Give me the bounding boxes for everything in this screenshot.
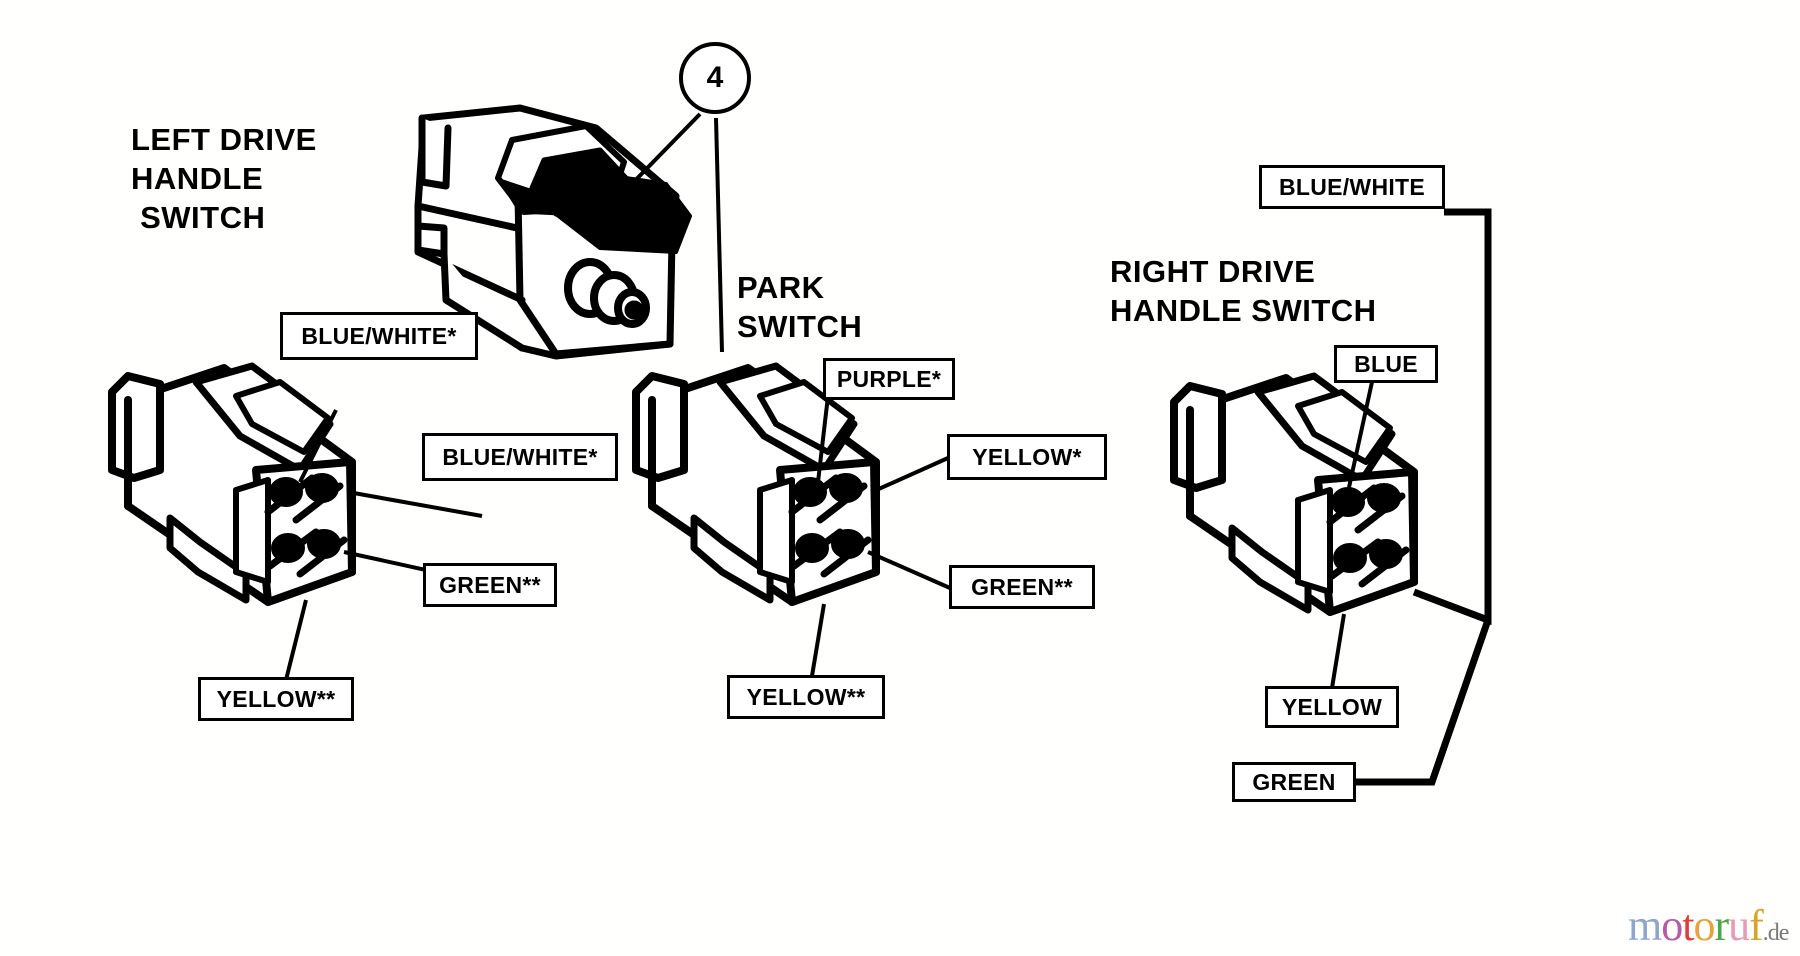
- label-right-green[interactable]: GREEN: [1232, 762, 1356, 802]
- left-drive-handle-switch-title: LEFT DRIVE HANDLE SWITCH: [131, 120, 317, 237]
- wire-green-right: [1356, 618, 1492, 786]
- label-left-yellow[interactable]: YELLOW**: [198, 677, 354, 721]
- watermark-suffix: .de: [1762, 920, 1790, 946]
- label-right-yellow[interactable]: YELLOW: [1265, 686, 1399, 728]
- label-right-green-text: GREEN: [1252, 768, 1336, 795]
- label-park-yellow-bottom[interactable]: YELLOW**: [727, 675, 885, 719]
- callout-number-text: 4: [706, 61, 724, 94]
- label-park-yellow[interactable]: YELLOW*: [947, 434, 1107, 480]
- park-switch-body-illustration: [414, 104, 692, 360]
- motoruf-watermark: motoruf.de: [1628, 900, 1790, 951]
- callout-leader-to-park-label: [714, 117, 724, 353]
- leader-park-yellow: [871, 456, 949, 494]
- park-connector-leader-lines: [810, 395, 951, 677]
- leader-left-bluewhite-upper: [298, 409, 338, 483]
- callout-leader-to-park-body: [620, 112, 702, 196]
- park-connector-illustration: [632, 362, 880, 606]
- label-right-bluewhite-text: BLUE/WHITE: [1278, 173, 1426, 200]
- leader-right-blue: [1346, 381, 1374, 493]
- label-right-blue[interactable]: BLUE: [1334, 345, 1438, 383]
- right-connector-leader-lines: [1330, 381, 1374, 689]
- label-left-green-text: GREEN**: [439, 571, 541, 598]
- left-connector-illustration: [108, 362, 356, 606]
- label-right-blue-text: BLUE: [1354, 350, 1418, 377]
- label-right-bluewhite[interactable]: BLUE/WHITE: [1259, 165, 1445, 209]
- leader-left-yellow: [284, 599, 308, 681]
- label-park-yellow-text: YELLOW*: [972, 443, 1082, 470]
- wire-bluewhite-right: [1412, 208, 1492, 626]
- left-title-text: LEFT DRIVE HANDLE SWITCH: [131, 122, 317, 235]
- label-park-green-text: GREEN**: [971, 573, 1073, 600]
- label-park-green[interactable]: GREEN**: [949, 565, 1095, 609]
- leader-park-green: [867, 550, 951, 590]
- leader-park-yellow-bottom: [810, 603, 826, 677]
- right-connector-illustration: [1170, 372, 1418, 616]
- label-left-bluewhite-upper[interactable]: BLUE/WHITE*: [280, 312, 478, 360]
- label-left-green[interactable]: GREEN**: [423, 563, 557, 607]
- label-park-purple-text: PURPLE*: [836, 365, 942, 392]
- label-left-yellow-text: YELLOW**: [216, 685, 336, 712]
- leader-park-purple: [816, 395, 830, 483]
- label-left-bluewhite-middle-text: BLUE/WHITE*: [442, 443, 598, 470]
- label-park-purple[interactable]: PURPLE*: [823, 358, 955, 400]
- leader-left-bluewhite-middle: [347, 490, 483, 518]
- label-right-yellow-text: YELLOW: [1281, 693, 1383, 720]
- watermark-letters: motoruf: [1628, 901, 1764, 950]
- callout-leader-lines: [620, 112, 724, 353]
- leader-right-yellow: [1330, 613, 1346, 689]
- right-connector-wire-routing: [1356, 208, 1492, 786]
- label-left-bluewhite-middle[interactable]: BLUE/WHITE*: [422, 433, 618, 481]
- callout-4-bubble[interactable]: 4: [679, 42, 751, 114]
- label-left-bluewhite-upper-text: BLUE/WHITE*: [301, 322, 457, 349]
- label-park-yellow-bottom-text: YELLOW**: [746, 683, 866, 710]
